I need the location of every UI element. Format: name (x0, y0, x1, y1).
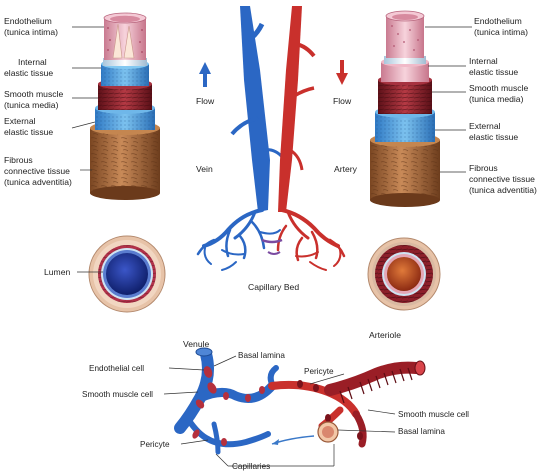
label-endothelium-right: Endothelium (474, 16, 522, 26)
label-lumen: Lumen (44, 267, 70, 277)
label-pericyte-left: Pericyte (140, 440, 170, 449)
label-fibrous-sub2-right: (tunica adventitia) (469, 185, 537, 195)
label-vein: Vein (196, 164, 213, 174)
label-basal-lamina-right: Basal lamina (398, 427, 445, 436)
label-smooth-muscle-right: Smooth muscle cell (398, 410, 469, 419)
label-smooth-left: Smooth muscle (4, 89, 63, 99)
label-fibrous-sub-left: connective tissue (4, 166, 70, 176)
label-smooth-muscle-left: Smooth muscle cell (82, 390, 153, 399)
label-flow-left: Flow (196, 96, 215, 106)
leader-lines (71, 26, 472, 467)
label-basal-lamina-left: Basal lamina (238, 351, 285, 360)
label-endothelial-cell: Endothelial cell (89, 364, 144, 373)
artery-layered-tube (370, 10, 440, 207)
vein-layered-tube (90, 12, 160, 200)
center-labels: Flow Flow Vein Artery Capillary Bed Lume… (44, 96, 358, 292)
label-smooth-right: Smooth muscle (469, 83, 528, 93)
label-internal-left: Internal (18, 57, 47, 67)
label-fibrous-sub-right: connective tissue (469, 174, 535, 184)
vein-artery-tree (196, 6, 346, 271)
flow-arrow-down-icon (336, 60, 348, 85)
vein-cross-section (88, 235, 166, 313)
label-artery: Artery (334, 164, 358, 174)
label-endothelium-left: Endothelium (4, 16, 52, 26)
label-smooth-sub-right: (tunica media) (469, 94, 524, 104)
label-external-sub-left: elastic tissue (4, 127, 53, 137)
label-fibrous-right: Fibrous (469, 163, 498, 173)
label-internal-sub-left: elastic tissue (4, 68, 53, 78)
label-endothelium-sub-left: (tunica intima) (4, 27, 58, 37)
label-external-sub-right: elastic tissue (469, 132, 518, 142)
label-smooth-sub-left: (tunica media) (4, 100, 59, 110)
label-endothelium-sub-right: (tunica intima) (474, 27, 528, 37)
microvessel-network (174, 347, 426, 455)
label-fibrous-sub2-left: (tunica adventitia) (4, 177, 72, 187)
label-flow-right: Flow (333, 96, 352, 106)
microvessel-labels: Venule Arteriole Endothelial cell Basal … (82, 330, 469, 471)
label-pericyte-right: Pericyte (304, 367, 334, 376)
label-capillary-bed: Capillary Bed (248, 282, 299, 292)
artery-labels: Endothelium (tunica intima) Internal ela… (469, 16, 537, 195)
label-fibrous-left: Fibrous (4, 155, 33, 165)
label-arteriole: Arteriole (369, 330, 401, 340)
vein-labels: Endothelium (tunica intima) Internal ela… (4, 16, 72, 187)
label-internal-right: Internal (469, 56, 498, 66)
flow-arrow-up-icon (199, 62, 211, 87)
label-capillaries: Capillaries (232, 462, 270, 471)
label-internal-sub-right: elastic tissue (469, 67, 518, 77)
artery-cross-section (367, 237, 441, 311)
label-venule: Venule (183, 339, 210, 349)
label-external-right: External (469, 121, 501, 131)
label-external-left: External (4, 116, 36, 126)
